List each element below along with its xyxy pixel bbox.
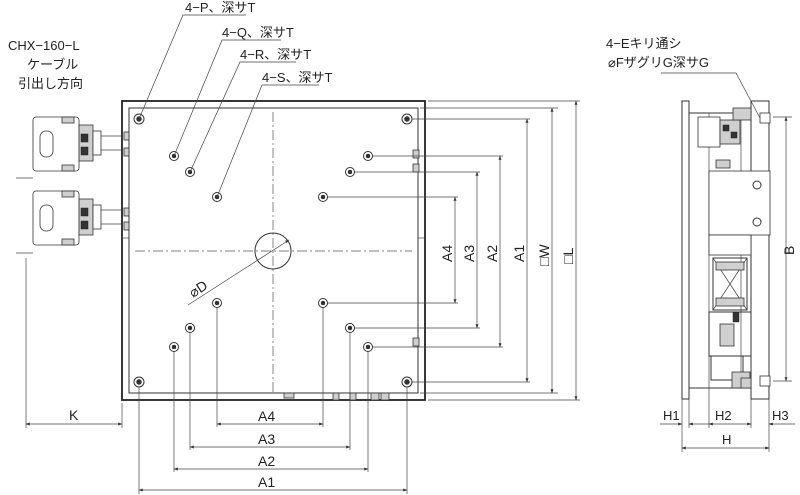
- dim-b: B: [781, 246, 797, 255]
- dim-a1-right: A1: [511, 245, 527, 262]
- connector-upper: [32, 116, 121, 172]
- side-note-line2: ⌀FザグリG深サG: [608, 55, 709, 70]
- dim-h2: H2: [715, 408, 732, 423]
- dim-a2-bottom: A2: [258, 453, 275, 469]
- dim-w: □W: [536, 244, 552, 266]
- dim-h1: H1: [663, 408, 680, 423]
- dim-l: □L: [560, 248, 576, 264]
- labels: CHX−160−L ケーブル 引出し方向 4−P、深サT 4−Q、深サT 4−R…: [8, 0, 797, 490]
- holes-s: [212, 192, 328, 308]
- cable-note-line2: ケーブル: [27, 57, 78, 72]
- cable-note-line1: CHX−160−L: [8, 38, 80, 53]
- holes-r: [185, 167, 355, 333]
- dim-a4-bottom: A4: [258, 408, 275, 424]
- callout-s: 4−S、深サT: [262, 70, 332, 85]
- right-dimensions: [328, 100, 580, 401]
- dim-k: K: [69, 407, 79, 423]
- stage-side-view: [660, 100, 795, 452]
- bottom-dimensions: [25, 258, 408, 494]
- dim-a3-right: A3: [461, 245, 477, 262]
- dim-d: ⌀D: [186, 277, 210, 301]
- callout-p: 4−P、深サT: [185, 0, 255, 15]
- dim-a3-bottom: A3: [258, 431, 275, 447]
- dim-a2-right: A2: [484, 245, 500, 262]
- holes-q: [169, 151, 373, 352]
- connector-lower: [32, 190, 121, 246]
- callout-r: 4−R、深サT: [240, 47, 311, 62]
- dim-h3: H3: [772, 408, 789, 423]
- dim-h: H: [722, 432, 731, 447]
- cable-connectors: [16, 116, 121, 254]
- stage-top-view: [121, 100, 426, 401]
- cable-note-line3: 引出し方向: [18, 76, 83, 91]
- dim-a1-bottom: A1: [258, 474, 275, 490]
- callout-q: 4−Q、深サT: [222, 25, 294, 40]
- callout-leaders: [138, 14, 761, 198]
- dim-a4-right: A4: [439, 245, 455, 262]
- side-note-line1: 4−Eキリ通シ: [606, 36, 682, 51]
